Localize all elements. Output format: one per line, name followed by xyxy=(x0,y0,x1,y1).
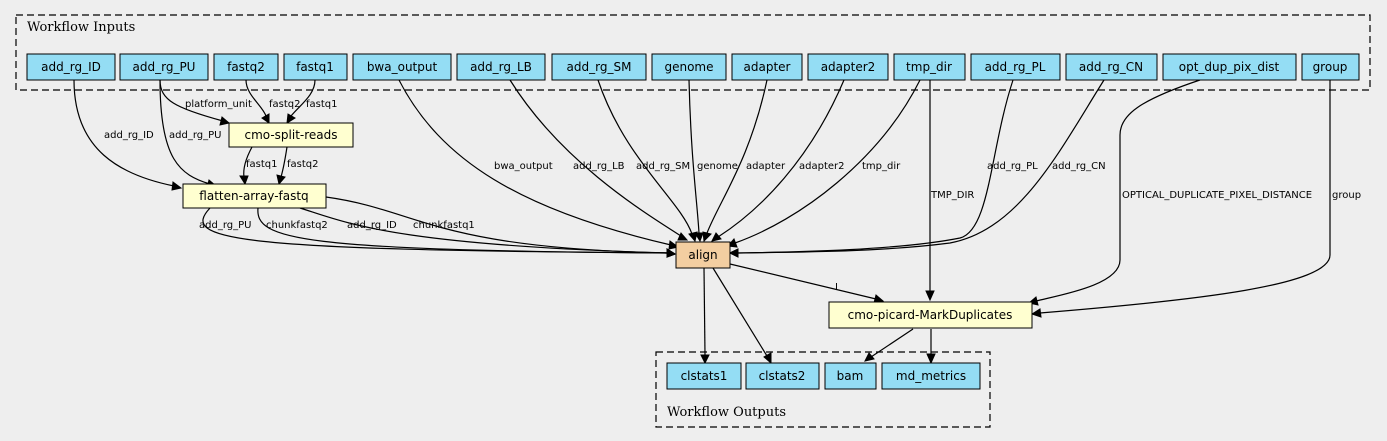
edge-label-flatten-add-rg-pu: add_rg_PU xyxy=(199,220,251,231)
output-node-clstats1[interactable]: clstats1 xyxy=(666,362,742,390)
input-node-bwa-output[interactable]: bwa_output xyxy=(352,53,452,81)
edge-adapter2-to-align: adapter2 xyxy=(711,79,845,242)
input-label-add-rg-id: add_rg_ID xyxy=(41,60,101,74)
input-node-genome[interactable]: genome xyxy=(651,53,727,81)
edge-split-to-flatten-fastq2: fastq2 xyxy=(276,146,319,186)
input-node-group[interactable]: group xyxy=(1301,53,1360,81)
edge-label-tmp-dir: tmp_dir xyxy=(862,161,901,172)
edge-markdup-to-bam xyxy=(864,328,914,362)
edge-add-rg-pu-to-split: platform_unit xyxy=(159,79,252,126)
input-label-adapter2: adapter2 xyxy=(821,60,876,74)
edge-label-group: group xyxy=(1332,190,1361,201)
input-node-add-rg-pl[interactable]: add_rg_PL xyxy=(970,53,1061,81)
edge-fastq1-to-split: fastq1 xyxy=(286,79,338,124)
step-label-align: align xyxy=(688,248,717,262)
input-label-opt-dup-pix-dist: opt_dup_pix_dist xyxy=(1179,60,1280,74)
edge-label-add-rg-pu: add_rg_PU xyxy=(169,130,221,141)
step-node-align[interactable]: align xyxy=(675,241,731,269)
edge-label-chunkfastq2: chunkfastq2 xyxy=(266,220,328,231)
edge-label-bwa-output: bwa_output xyxy=(494,161,553,172)
edge-label-tmp-dir-upper: TMP_DIR xyxy=(930,190,974,201)
step-label-flatten-array-fastq: flatten-array-fastq xyxy=(199,189,308,203)
step-node-flatten-array-fastq[interactable]: flatten-array-fastq xyxy=(182,183,327,209)
input-node-add-rg-lb[interactable]: add_rg_LB xyxy=(456,53,546,81)
edge-label-genome: genome xyxy=(697,161,738,172)
edge-label-flatten-add-rg-id: add_rg_ID xyxy=(347,220,397,231)
edge-label-chunkfastq1: chunkfastq1 xyxy=(413,220,475,231)
edge-label-i: I xyxy=(835,282,838,293)
input-node-add-rg-id[interactable]: add_rg_ID xyxy=(26,53,116,81)
edge-flatten-to-align-chunk2: chunkfastq2 xyxy=(257,207,677,258)
edge-tmp-dir-to-markdup: TMP_DIR xyxy=(925,80,974,302)
edge-align-to-clstats2 xyxy=(712,267,772,365)
edge-flatten-to-align-pu: add_rg_PU xyxy=(199,207,677,258)
edge-label-platform-unit: platform_unit xyxy=(185,99,252,110)
edge-align-to-clstats1 xyxy=(700,267,710,365)
input-node-add-rg-cn[interactable]: add_rg_CN xyxy=(1065,53,1158,81)
output-label-clstats1: clstats1 xyxy=(681,369,728,383)
output-node-md-metrics[interactable]: md_metrics xyxy=(881,362,981,390)
input-label-tmp-dir: tmp_dir xyxy=(906,60,952,74)
output-label-md-metrics: md_metrics xyxy=(896,369,966,383)
input-node-tmp-dir[interactable]: tmp_dir xyxy=(893,53,966,81)
workflow-outputs-title: Workflow Outputs xyxy=(667,405,786,420)
input-label-add-rg-cn: add_rg_CN xyxy=(1079,60,1143,74)
step-node-cmo-split-reads[interactable]: cmo-split-reads xyxy=(228,122,354,148)
edge-label-add-rg-sm: add_rg_SM xyxy=(636,161,690,172)
edge-fastq2-to-split: fastq2 xyxy=(245,79,301,124)
output-node-bam[interactable]: bam xyxy=(824,362,877,390)
input-node-opt-dup-pix-dist[interactable]: opt_dup_pix_dist xyxy=(1162,53,1297,81)
edge-label-add-rg-lb: add_rg_LB xyxy=(573,161,625,172)
input-node-adapter[interactable]: adapter xyxy=(731,53,803,81)
edge-add-rg-pu-to-flatten: add_rg_PU xyxy=(159,79,221,189)
edge-group-to-markdup: group xyxy=(1030,80,1361,318)
input-node-add-rg-pu[interactable]: add_rg_PU xyxy=(119,53,209,81)
input-label-bwa-output: bwa_output xyxy=(367,60,438,74)
edge-markdup-to-md-metrics xyxy=(926,329,936,365)
input-label-add-rg-lb: add_rg_LB xyxy=(470,60,532,74)
workflow-inputs-cluster: Workflow Inputs xyxy=(15,14,1371,91)
workflow-outputs-cluster: Workflow Outputs xyxy=(655,351,991,428)
input-label-fastq1: fastq1 xyxy=(296,60,334,74)
workflow-inputs-title: Workflow Inputs xyxy=(27,20,135,35)
edge-label-add-rg-pl: add_rg_PL xyxy=(987,161,1038,172)
edge-label-adapter2: adapter2 xyxy=(799,161,845,172)
input-label-group: group xyxy=(1313,60,1348,74)
edge-label-split-fastq2: fastq2 xyxy=(287,159,319,170)
edge-opt-dup-to-markdup: OPTICAL_DUPLICATE_PIXEL_DISTANCE xyxy=(1027,79,1312,306)
edge-align-to-markdup: I xyxy=(729,263,885,304)
edge-add-rg-cn-to-align: add_rg_CN xyxy=(728,79,1106,258)
input-label-add-rg-pu: add_rg_PU xyxy=(133,60,196,74)
edge-genome-to-align: genome xyxy=(688,79,738,243)
edge-label-optical-duplicate: OPTICAL_DUPLICATE_PIXEL_DISTANCE xyxy=(1122,190,1312,201)
input-label-adapter: adapter xyxy=(744,60,791,74)
output-node-clstats2[interactable]: clstats2 xyxy=(745,362,820,390)
edge-label-add-rg-cn: add_rg_CN xyxy=(1052,161,1106,172)
edge-add-rg-lb-to-align: add_rg_LB xyxy=(509,79,689,241)
input-label-add-rg-sm: add_rg_SM xyxy=(567,60,632,74)
edge-split-to-flatten-fastq1: fastq1 xyxy=(239,146,278,186)
edge-flatten-to-align-chunk1: chunkfastq1 xyxy=(325,196,677,258)
edge-adapter-to-align: adapter xyxy=(702,79,786,243)
input-label-fastq2: fastq2 xyxy=(227,60,265,74)
input-node-add-rg-sm[interactable]: add_rg_SM xyxy=(551,53,647,81)
step-label-cmo-split-reads: cmo-split-reads xyxy=(244,128,337,142)
output-label-bam: bam xyxy=(837,369,864,383)
edge-add-rg-id-to-flatten: add_rg_ID xyxy=(73,79,183,191)
step-label-cmo-picard-markduplicates: cmo-picard-MarkDuplicates xyxy=(848,308,1013,322)
input-label-genome: genome xyxy=(664,60,713,74)
input-node-fastq1[interactable]: fastq1 xyxy=(283,53,348,81)
output-label-clstats2: clstats2 xyxy=(759,369,806,383)
edge-label-add-rg-id: add_rg_ID xyxy=(104,130,154,141)
step-node-cmo-picard-markduplicates[interactable]: cmo-picard-MarkDuplicates xyxy=(828,301,1033,329)
edge-label-split-fastq1: fastq1 xyxy=(246,159,278,170)
input-node-adapter2[interactable]: adapter2 xyxy=(807,53,889,81)
input-node-fastq2[interactable]: fastq2 xyxy=(213,53,279,81)
input-label-add-rg-pl: add_rg_PL xyxy=(985,60,1046,74)
edge-add-rg-sm-to-align: add_rg_SM xyxy=(597,79,698,243)
edge-label-adapter: adapter xyxy=(746,161,786,172)
edge-label-fastq1: fastq1 xyxy=(306,99,338,110)
edge-label-fastq2: fastq2 xyxy=(269,99,301,110)
